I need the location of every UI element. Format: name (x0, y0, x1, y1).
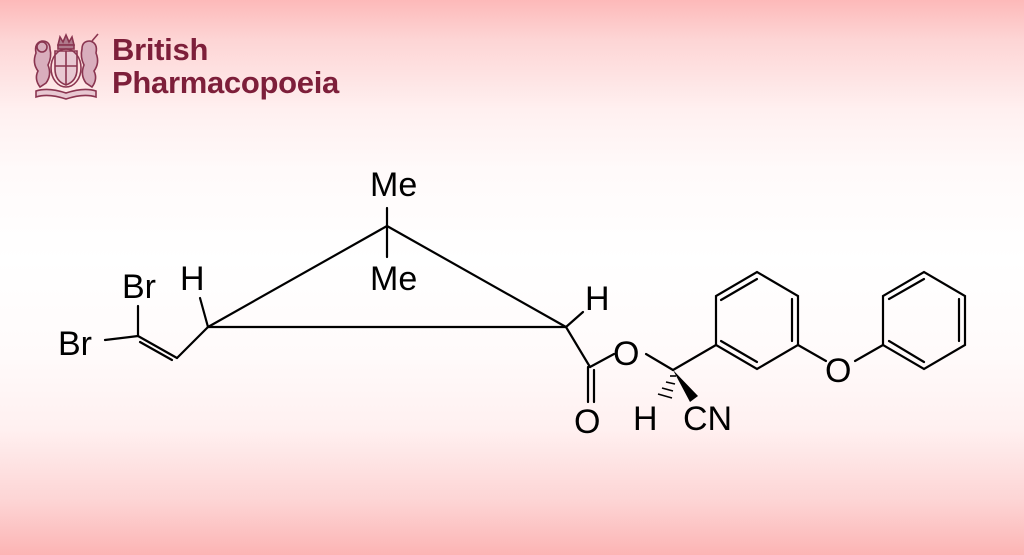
brand-line-1: British (112, 32, 209, 67)
label-me-top: Me (370, 166, 417, 204)
brand-line-2: Pharmacopoeia (112, 65, 339, 100)
hashed-wedge-bond (657, 375, 676, 399)
label-cn: CN (683, 400, 732, 438)
ring-bond-left (206, 224, 389, 329)
label-o-carbonyl: O (574, 403, 600, 441)
brand-name: British Pharmacopoeia (112, 33, 339, 99)
label-h-stereo: H (633, 400, 658, 438)
label-o-ester: O (613, 335, 639, 373)
brand-logo: British Pharmacopoeia (28, 30, 339, 102)
royal-coat-of-arms-icon (33, 32, 99, 100)
label-me-bottom: Me (370, 260, 417, 298)
label-h-left: H (180, 260, 205, 298)
solid-wedge-bond (673, 370, 698, 402)
label-br-top: Br (122, 268, 156, 306)
label-br-left: Br (58, 325, 92, 363)
label-o-ether: O (825, 352, 851, 390)
label-h-right: H (585, 280, 610, 318)
ring-bond-right (385, 224, 568, 329)
